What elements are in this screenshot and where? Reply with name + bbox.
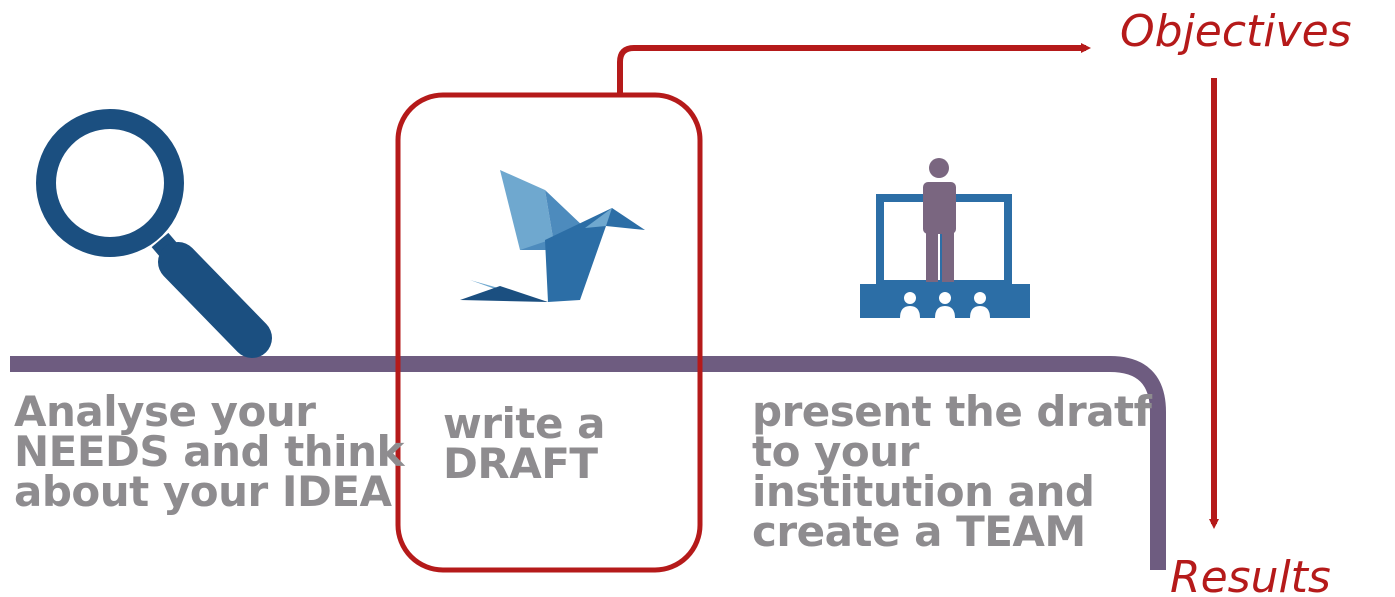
step-present-line: present the dratf	[752, 387, 1152, 436]
step-present-line: create a TEAM	[752, 507, 1086, 556]
step-analyse-label: Analyse your NEEDS and think about your …	[14, 387, 404, 516]
presenter-icon	[860, 158, 1030, 318]
origami-bird-icon	[460, 170, 645, 302]
step-present-line: to your	[752, 427, 919, 476]
step-present-line: institution and	[752, 467, 1095, 516]
step-present-label: present the dratf to your institution an…	[752, 387, 1152, 556]
objectives-label: Objectives	[1120, 6, 1352, 57]
draft-highlight-box	[395, 92, 703, 573]
magnifying-glass-icon	[36, 109, 272, 358]
step-analyse-line: Analyse your	[14, 387, 316, 436]
step-analyse-line: about your IDEA	[14, 467, 392, 516]
step-draft-line: write a	[443, 399, 605, 448]
objectives-arrow	[617, 43, 1091, 95]
step-draft-line: DRAFT	[443, 439, 598, 488]
step-analyse-line: NEEDS and think	[14, 427, 404, 476]
timeline-band	[10, 356, 1166, 570]
step-draft-label: write a DRAFT	[443, 399, 605, 488]
results-label: Results	[1170, 552, 1331, 597]
